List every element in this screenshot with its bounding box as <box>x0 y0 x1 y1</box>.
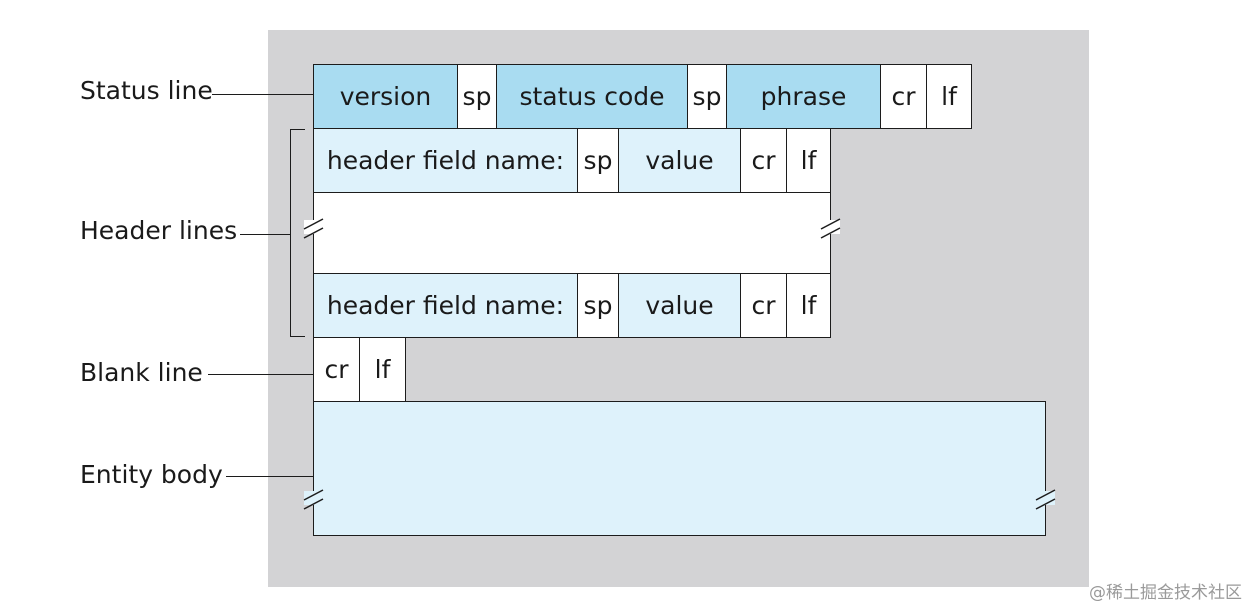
status-code-cell: status code <box>496 64 688 129</box>
status-cr-cell: cr <box>880 64 927 129</box>
header-field-name-cell: header field name: <box>313 273 578 338</box>
header-lines-label: Header lines <box>80 216 238 245</box>
status-line-leader <box>212 94 314 95</box>
header-sp-cell: sp <box>577 273 619 338</box>
status-lf-cell: lf <box>926 64 972 129</box>
status-phrase-cell: phrase <box>726 64 881 129</box>
elided-header-lines <box>313 192 831 274</box>
watermark: @稀土掘金技术社区 <box>1089 583 1242 603</box>
status-line-label: Status line <box>80 76 213 105</box>
header-sp-cell: sp <box>577 128 619 193</box>
blank-line-leader <box>208 374 314 375</box>
entity-body-box <box>313 401 1046 536</box>
header-lines-bracket <box>290 129 305 337</box>
header-lf-cell: lf <box>786 128 831 193</box>
blank-cr-cell: cr <box>313 337 360 402</box>
header-value-cell: value <box>618 128 741 193</box>
header-field-name-cell: header field name: <box>313 128 578 193</box>
entity-body-leader <box>226 476 314 477</box>
status-sp1-cell: sp <box>457 64 497 129</box>
entity-body-label: Entity body <box>80 460 223 489</box>
header-lf-cell: lf <box>786 273 831 338</box>
header-value-cell: value <box>618 273 741 338</box>
status-version-cell: version <box>313 64 458 129</box>
header-cr-cell: cr <box>740 273 787 338</box>
blank-lf-cell: lf <box>359 337 406 402</box>
status-sp2-cell: sp <box>687 64 727 129</box>
header-lines-leader <box>240 234 290 235</box>
header-cr-cell: cr <box>740 128 787 193</box>
blank-line-label: Blank line <box>80 358 203 387</box>
